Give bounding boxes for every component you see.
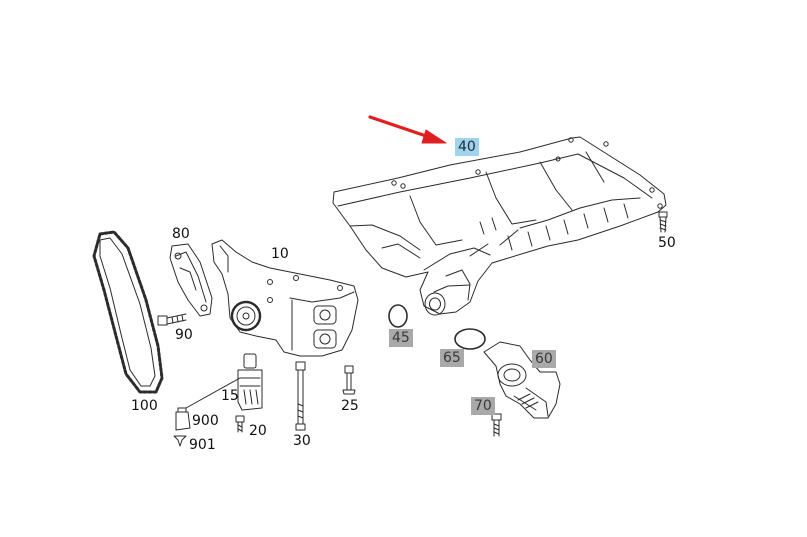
part-30-long-bolt [295,361,306,431]
callout-60[interactable]: 60 [532,350,556,368]
callout-20[interactable]: 20 [249,423,267,439]
callout-90[interactable]: 90 [175,327,193,343]
part-25-bolt [342,365,356,395]
callout-65[interactable]: 65 [440,349,464,367]
pointer-arrow-icon [368,115,447,144]
callout-10[interactable]: 10 [271,246,289,262]
callout-45[interactable]: 45 [389,329,413,347]
part-90-bolt [157,313,187,326]
callout-70[interactable]: 70 [471,397,495,415]
callout-80[interactable]: 80 [172,226,190,242]
part-20-screw [235,415,245,433]
part-900-connector [175,407,191,431]
callout-50[interactable]: 50 [658,235,676,251]
part-50-bolt [658,211,668,233]
part-100-timing-chain [92,230,164,394]
callout-40[interactable]: 40 [455,138,479,156]
part-40-oil-pan [332,136,667,316]
callout-15[interactable]: 15 [221,388,239,404]
callout-25[interactable]: 25 [341,398,359,414]
part-45-o-ring [388,304,408,328]
part-70-bolt [491,413,502,437]
callout-901[interactable]: 901 [189,437,216,453]
part-901-clip [173,435,187,447]
callout-100[interactable]: 100 [131,398,158,414]
callout-900[interactable]: 900 [192,413,219,429]
part-65-seal-ring [454,328,486,350]
part-15-control-valve [185,353,263,411]
callout-30[interactable]: 30 [293,433,311,449]
part-80-chain-guide [169,243,213,317]
part-60-suction-pipe [483,341,561,419]
part-10-oil-pump [211,239,359,357]
